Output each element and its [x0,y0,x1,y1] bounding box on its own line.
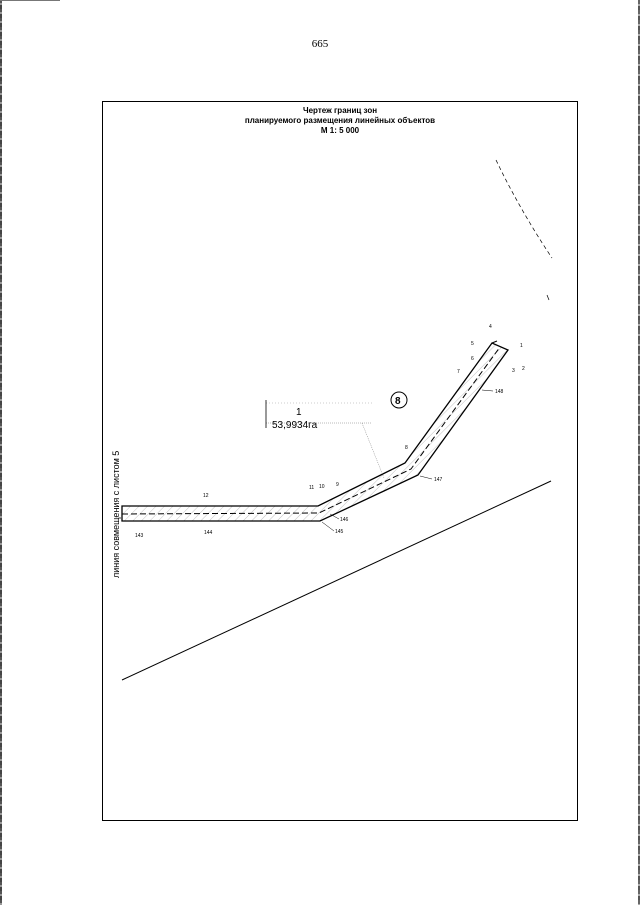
point-label-12: 12 [203,493,209,499]
side-label: линия совмещения с листом 5 [111,451,121,578]
scan-edge-left [0,0,2,905]
title-line-3: М 1: 5 000 [320,126,360,135]
point-label-9: 9 [336,482,339,488]
zone-circle-label: 8 [395,396,401,407]
zone-label-leader-diag [361,422,385,479]
drawing-title: Чертеж границ зон планируемого размещени… [102,106,578,136]
zone-circle [390,391,408,409]
leader-145 [321,521,335,532]
point-label-7: 7 [457,369,460,375]
point-label-4: 4 [489,324,492,330]
page-number: 665 [311,38,329,50]
end-segment-line [491,340,498,344]
map-frame [102,101,578,821]
point-label-10: 10 [319,484,325,490]
corridor-centerline [121,346,501,515]
point-label-2: 2 [522,366,525,372]
leader-146 [329,513,340,520]
dashed-tick [546,294,550,301]
point-label-1: 1 [520,343,523,349]
point-label-144: 144 [204,530,213,536]
point-label-5: 5 [471,341,474,347]
diagonal-line [121,480,552,681]
corridor-boundary [121,342,509,522]
title-line-2: планируемого размещения линейных объекто… [244,116,436,125]
leader-147 [419,475,433,480]
corridor-fill [122,343,508,521]
zone-number: 1 [296,407,302,418]
leader-148 [481,389,494,392]
point-label-8: 8 [405,445,408,451]
scan-top-line [0,0,60,1]
point-label-11: 11 [309,485,314,491]
point-label-3: 3 [512,368,515,374]
point-label-146: 146 [340,517,349,523]
point-label-143: 143 [135,533,144,539]
point-label-147: 147 [434,477,443,483]
point-label-145: 145 [335,529,344,535]
title-line-1: Чертеж границ зон [302,106,378,115]
point-label-148: 148 [495,389,504,395]
dashed-arc-boundary [495,159,553,259]
scan-edge-right [638,0,640,905]
zone-area: 53,9934га [272,420,318,431]
point-label-6: 6 [471,356,474,362]
